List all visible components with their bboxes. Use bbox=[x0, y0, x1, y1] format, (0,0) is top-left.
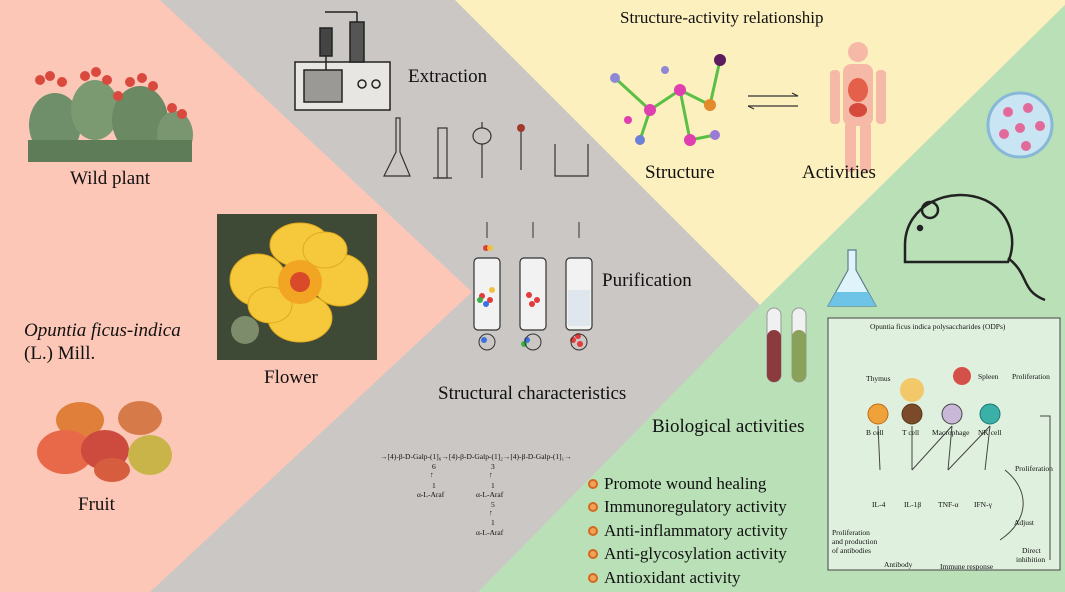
formula-branch-a-position: 6 bbox=[432, 462, 436, 471]
list-item: Anti-glycosylation activity bbox=[588, 543, 788, 567]
sar-title: Structure-activity relationship bbox=[620, 8, 824, 27]
formula-link-a: 1 bbox=[432, 481, 436, 490]
list-item: Anti-inflammatory activity bbox=[588, 519, 788, 543]
antibody-note-3: of antibodies bbox=[832, 546, 871, 555]
spleen-label: Spleen bbox=[978, 372, 999, 381]
formula-arrow-c: ↑ bbox=[489, 508, 493, 517]
antibody-note-1: Proliferation bbox=[832, 528, 870, 537]
direct-label-2: inhibition bbox=[1016, 555, 1046, 564]
nk-cell-label: NK cell bbox=[978, 428, 1002, 437]
activities-list: Promote wound healing Immunoregulatory a… bbox=[588, 472, 788, 590]
activity-text: Anti-glycosylation activity bbox=[604, 544, 787, 564]
formula-side-a: α-L-Araf bbox=[417, 490, 445, 499]
antibody-note-2: and production bbox=[832, 537, 878, 546]
tnfa-label: TNF-α bbox=[938, 500, 959, 509]
bullet-icon bbox=[588, 502, 598, 513]
fruit-label: Fruit bbox=[78, 494, 115, 515]
il4-label: IL-4 bbox=[872, 500, 886, 509]
species-name: Opuntia ficus-indica bbox=[24, 320, 181, 341]
human-body-image bbox=[830, 42, 886, 172]
lab-glassware bbox=[383, 117, 589, 179]
list-item: Antioxidant activity bbox=[588, 566, 788, 590]
molecule-model bbox=[610, 54, 726, 146]
purification-label: Purification bbox=[602, 270, 692, 291]
activities-label: Activities bbox=[802, 162, 876, 183]
direct-label-1: Direct bbox=[1022, 546, 1041, 555]
flask-image bbox=[826, 249, 878, 307]
activity-text: Antioxidant activity bbox=[604, 567, 741, 587]
t-cell-label: T cell bbox=[902, 428, 920, 437]
list-item: Promote wound healing bbox=[588, 472, 788, 496]
biological-activities-label: Biological activities bbox=[652, 416, 805, 437]
proliferation-label-2: Proliferation bbox=[1015, 464, 1053, 473]
immune-diagram-frame bbox=[827, 317, 1061, 571]
test-tubes-image bbox=[766, 307, 807, 383]
formula-side-b: α-L-Araf bbox=[476, 490, 504, 499]
fruit-image bbox=[37, 401, 172, 482]
structural-characteristics-label: Structural characteristics bbox=[438, 383, 627, 404]
formula-arrow-b: ↑ bbox=[489, 470, 493, 479]
species-author: (L.) Mill. bbox=[24, 343, 96, 364]
adjust-label: Adjust bbox=[1014, 518, 1035, 527]
formula-side-c: α-L-Araf bbox=[476, 528, 504, 537]
il1b-label: IL-1β bbox=[904, 500, 922, 509]
formula-link-c: 1 bbox=[491, 518, 495, 527]
ifng-label: IFN-γ bbox=[974, 500, 992, 509]
mouse-image bbox=[903, 193, 1046, 302]
flower-image bbox=[217, 214, 377, 360]
equilibrium-arrows bbox=[747, 92, 799, 110]
bullet-icon bbox=[588, 549, 598, 560]
proliferation-label-1: Proliferation bbox=[1012, 372, 1050, 381]
cell-dish-image bbox=[986, 91, 1054, 159]
activity-text: Anti-inflammatory activity bbox=[604, 520, 788, 540]
thymus-label: Thymus bbox=[866, 374, 891, 383]
bullet-icon bbox=[588, 478, 598, 489]
flower-label: Flower bbox=[264, 367, 318, 388]
b-cell-label: B cell bbox=[866, 428, 884, 437]
list-item: Immunoregulatory activity bbox=[588, 496, 788, 520]
formula-link-b: 1 bbox=[491, 481, 495, 490]
macrophage-label: Macrophage bbox=[932, 428, 970, 437]
formula-branch-b-position: 3 bbox=[491, 462, 495, 471]
extraction-label: Extraction bbox=[408, 66, 488, 87]
wild-plant-image bbox=[28, 62, 193, 162]
formula-side-b-position: 5 bbox=[491, 500, 495, 509]
activity-text: Promote wound healing bbox=[604, 473, 767, 493]
activity-text: Immunoregulatory activity bbox=[604, 497, 787, 517]
antibody-label: Antibody bbox=[884, 560, 913, 569]
purification-columns bbox=[473, 222, 593, 351]
wild-plant-label: Wild plant bbox=[70, 168, 150, 189]
structure-label: Structure bbox=[645, 162, 715, 183]
panel-yellow bbox=[455, 0, 1065, 305]
immune-response-label: Immune response bbox=[940, 562, 994, 571]
formula-backbone: →[4)-β-D-Galp-(1]₆→[4)-β-D-Galp-(1]₂→[4)… bbox=[380, 452, 572, 461]
formula-arrow-a: ↑ bbox=[430, 470, 434, 479]
bullet-icon bbox=[588, 572, 598, 583]
odps-title: Opuntia ficus indica polysaccharides (OD… bbox=[870, 322, 1006, 331]
extraction-instrument bbox=[294, 11, 391, 111]
bullet-icon bbox=[588, 525, 598, 536]
